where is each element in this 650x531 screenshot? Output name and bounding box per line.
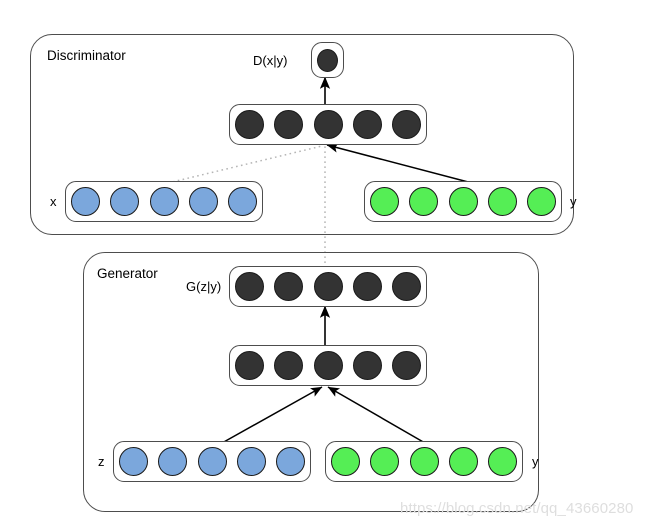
node-z-1 <box>158 447 188 476</box>
node-d-hidden-2 <box>313 110 343 139</box>
connector-gy-to-g-hidden <box>327 386 426 444</box>
module-discriminator-title: Discriminator <box>47 48 126 63</box>
node-g-hidden-1 <box>274 351 304 380</box>
layer-g-hidden[interactable] <box>229 345 427 386</box>
node-x-4 <box>228 187 257 216</box>
node-x-3 <box>188 187 218 216</box>
layer-d-output-label: D(x|y) <box>253 53 288 68</box>
node-x-0 <box>71 187 100 216</box>
node-d-hidden-3 <box>352 110 382 139</box>
node-gy-2 <box>409 447 439 476</box>
layer-d-input-y-label: y <box>570 194 577 209</box>
node-dy-1 <box>409 187 439 216</box>
node-gy-3 <box>448 447 478 476</box>
node-x-2 <box>149 187 179 216</box>
node-g-output-1 <box>274 272 304 301</box>
node-z-4 <box>276 447 305 476</box>
node-gy-1 <box>370 447 400 476</box>
node-d-output-0 <box>317 48 338 72</box>
layer-g-output[interactable] <box>229 266 427 307</box>
layer-g-input-z[interactable] <box>113 441 311 482</box>
layer-g-input-y-label: y <box>532 454 539 469</box>
node-gy-4 <box>488 447 517 476</box>
node-z-2 <box>197 447 227 476</box>
watermark-text: https://blog.csdn.net/qq_43660280 <box>400 500 634 517</box>
node-dy-0 <box>370 187 399 216</box>
node-g-output-2 <box>313 272 343 301</box>
node-x-1 <box>110 187 140 216</box>
module-generator[interactable] <box>83 252 539 512</box>
node-dy-4 <box>527 187 556 216</box>
layer-d-hidden[interactable] <box>229 104 427 145</box>
connector-z-to-g-hidden <box>221 386 323 444</box>
node-d-hidden-0 <box>235 110 264 139</box>
layer-d-input-y[interactable] <box>364 181 562 222</box>
module-discriminator[interactable] <box>30 34 574 235</box>
connector-y-to-d-hidden <box>326 143 473 184</box>
module-generator-title: Generator <box>97 266 158 281</box>
node-dy-2 <box>448 187 478 216</box>
node-z-3 <box>236 447 266 476</box>
layer-d-input-x-label: x <box>50 194 57 209</box>
layer-g-input-y[interactable] <box>325 441 523 482</box>
layer-g-output-label: G(z|y) <box>186 279 222 294</box>
node-g-output-3 <box>352 272 382 301</box>
node-d-hidden-4 <box>392 110 421 139</box>
layer-d-input-x[interactable] <box>65 181 263 222</box>
node-g-hidden-0 <box>235 351 264 380</box>
node-g-hidden-2 <box>313 351 343 380</box>
node-g-output-0 <box>235 272 264 301</box>
node-g-hidden-3 <box>352 351 382 380</box>
layer-d-output[interactable] <box>311 42 344 78</box>
node-dy-3 <box>487 187 517 216</box>
node-gy-0 <box>331 447 360 476</box>
node-g-hidden-4 <box>392 351 421 380</box>
node-z-0 <box>119 447 148 476</box>
connector-x-to-d-hidden <box>167 145 323 184</box>
node-d-hidden-1 <box>274 110 304 139</box>
layer-g-input-z-label: z <box>98 454 105 469</box>
node-g-output-4 <box>392 272 421 301</box>
